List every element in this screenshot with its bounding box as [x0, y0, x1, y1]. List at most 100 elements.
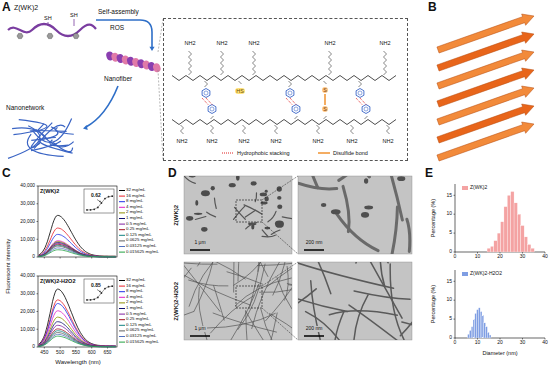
legend-line: [119, 319, 125, 320]
spectrum-line: [39, 215, 116, 256]
aggregate: [397, 176, 405, 181]
stacking-line: [202, 98, 208, 105]
aromatic-ring: [364, 107, 368, 111]
fiber: [357, 262, 403, 318]
beta-strand: [437, 122, 534, 161]
stacking-line: [286, 98, 292, 105]
fiber: [285, 266, 289, 300]
aromatic-ring: [288, 91, 292, 95]
amine-label: NH2: [312, 138, 323, 144]
tick-label: 40,000: [20, 183, 35, 188]
tem-content: [184, 262, 292, 340]
arrow-head: [83, 125, 88, 130]
legend-text: 0.0625 mg/mL: [126, 328, 154, 333]
tick-mark: [37, 239, 39, 240]
tick-mark: [44, 347, 45, 349]
aggregate: [275, 220, 284, 226]
tick-label: 15: [446, 279, 452, 285]
tick-mark: [75, 347, 76, 349]
legend-line: [119, 325, 125, 326]
network-fiber: [50, 140, 68, 146]
aggregate: [260, 201, 267, 204]
beta-strand: [437, 32, 534, 71]
row-label: Z(WK)2-H2O2: [173, 282, 180, 321]
legend-text: 0.015625 mg/mL: [126, 340, 159, 345]
disulfide-bond: [324, 94, 325, 105]
aggregate: [251, 181, 257, 185]
histogram-bar: [514, 203, 517, 252]
fiber: [252, 262, 280, 329]
beta-strand: [437, 68, 534, 107]
thiol-label: SH: [70, 12, 78, 18]
fiber: [300, 176, 318, 188]
zoom-box: [236, 286, 262, 308]
structure-label: Nanofiber: [104, 75, 132, 82]
histogram-bar: [531, 248, 534, 252]
aromatic-ring: [292, 105, 300, 114]
histogram-bar: [494, 241, 497, 252]
network-fiber: [55, 128, 73, 135]
inset-line: [87, 286, 112, 300]
tick-label: 20: [497, 340, 503, 346]
side-chain: [289, 81, 292, 87]
spectrum-line: [39, 300, 116, 346]
aggregate: [321, 203, 327, 207]
peptide-backbone: [172, 76, 396, 81]
legend-line: [119, 235, 125, 236]
aggregate: [186, 216, 193, 221]
inset-arrow: [97, 290, 100, 292]
histogram-bar: [473, 319, 475, 338]
spectrum-line: [39, 317, 116, 346]
plot-title: Z(WK)2: [40, 188, 59, 194]
fiber: [339, 176, 366, 180]
tick-label: 20: [497, 254, 503, 260]
tem-image: [184, 176, 292, 254]
tick-mark: [37, 186, 39, 187]
indole-ring: [47, 33, 53, 38]
fiber: [246, 311, 248, 340]
axis-title: Fluorescent intensity: [6, 238, 13, 293]
fiber: [184, 268, 191, 308]
tick-mark: [454, 233, 456, 234]
legend-text: 0.03125 mg/mL: [126, 334, 157, 339]
fiber: [268, 211, 276, 221]
spectrum-line: [39, 322, 116, 347]
aggregate: [364, 178, 368, 183]
side-chain: [295, 116, 298, 119]
histogram-bar: [478, 308, 480, 338]
histogram-bar: [480, 312, 482, 338]
spectrum-line: [39, 333, 116, 347]
aggregate: [277, 204, 282, 208]
amine-label: NH2: [346, 138, 357, 144]
fiber: [262, 230, 268, 236]
spectrum-line: [39, 325, 116, 346]
side-chain: [384, 51, 387, 75]
aggregate: [229, 183, 236, 187]
fiber: [184, 262, 220, 311]
axis-title: Diameter (nm): [482, 350, 517, 356]
peptide-name: Z(WK)2: [14, 4, 38, 12]
stacking-line: [290, 98, 296, 105]
beta-strand: [437, 14, 534, 53]
tick-label: 10: [446, 297, 452, 303]
fiber: [325, 176, 370, 177]
fiber: [261, 309, 292, 340]
tick-label: 10,000: [20, 327, 35, 332]
aromatic-ring: [210, 107, 214, 111]
fiber: [245, 210, 255, 217]
legend-line: [119, 336, 125, 337]
legend-text: 8 mg/mL: [126, 289, 143, 294]
amine-label: NH2: [379, 40, 390, 46]
tick-label: 30,000: [20, 291, 35, 296]
aromatic-ring: [358, 91, 362, 95]
aggregate: [236, 176, 240, 181]
legend-line: [119, 280, 125, 281]
fiber: [288, 285, 292, 304]
tick-mark: [91, 257, 92, 259]
tick-label: 40: [542, 340, 548, 346]
histogram-bar: [487, 248, 490, 252]
legend-line: [119, 297, 125, 298]
fiber: [282, 217, 292, 220]
step-label: Self-assembly: [98, 8, 139, 15]
legend-line: [119, 240, 125, 241]
